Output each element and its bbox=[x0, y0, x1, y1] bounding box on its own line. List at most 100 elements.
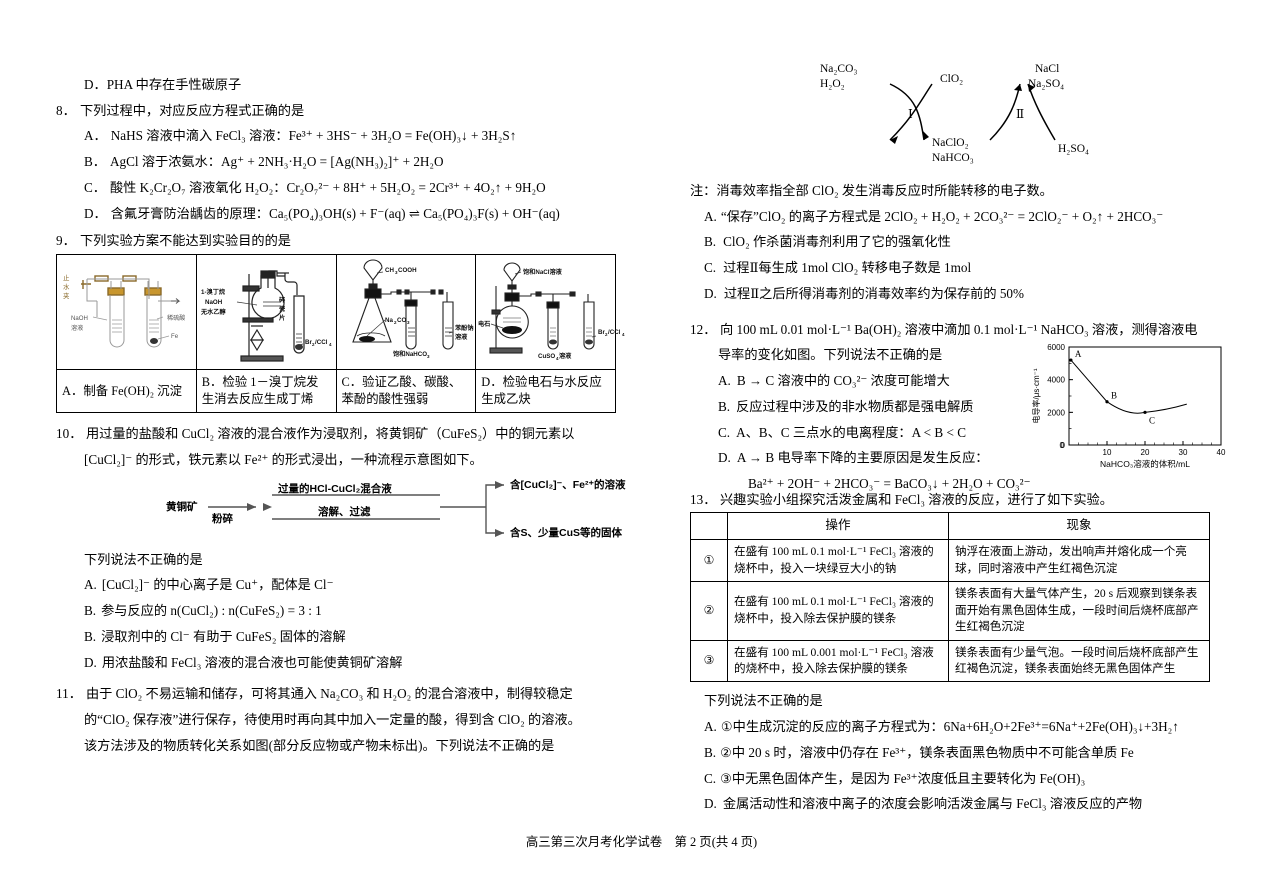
svg-text:片: 片 bbox=[279, 314, 285, 322]
q9-stem-text: 下列实验方案不能达到实验目的的是 bbox=[80, 233, 291, 249]
q10-stem-text1: 用过量的盐酸和 CuCl₂ 溶液的混合液作为浸取剂，将黄铜矿（CuFeS₂）中的… bbox=[86, 426, 575, 442]
q11-option-a-text: “保存”ClO₂ 的离子方程式是 2ClO₂ + H₂O₂ + 2CO₃²⁻ =… bbox=[720, 208, 1164, 224]
q10-option-b2-label: B. bbox=[84, 628, 97, 644]
cycle-top-right-1: NaCl bbox=[1035, 63, 1060, 75]
svg-text:A: A bbox=[1075, 349, 1082, 359]
svg-text:4: 4 bbox=[622, 332, 625, 337]
q12-equation: Ba²⁺ + 2OH⁻ + 2HCO₃⁻ = BaCO₃↓ + 2H₂O + C… bbox=[748, 476, 1031, 492]
q13-table: 操作 现象 ① 在盛有 100 mL 0.1 mol·L⁻¹ FeCl₃ 溶液的… bbox=[690, 512, 1210, 683]
q11-stem-line2: 的“ClO₂ 保存液”进行保存，待使用时再向其中加入一定量的酸，得到含 ClO₂… bbox=[84, 712, 581, 728]
svg-text:1-溴丁烷: 1-溴丁烷 bbox=[201, 288, 226, 296]
svg-text:0: 0 bbox=[1060, 441, 1065, 450]
svg-text:10: 10 bbox=[1103, 448, 1112, 457]
cycle-center-top: ClO₂ bbox=[940, 73, 964, 85]
q10-option-d-label: D. bbox=[84, 654, 97, 670]
q8-option-c: C．酸性 K₂Cr₂O₇ 溶液氧化 H₂O₂：Cr₂O₇²⁻ + 8H⁺ + 5… bbox=[56, 175, 636, 201]
q10-option-b: B.参与反应的 n(CuCl₂) : n(CuFeS₂) = 3 : 1 bbox=[56, 598, 636, 624]
q8-option-b: B．AgCl 溶于浓氨水：Ag⁺ + 2NH₃·H₂O = [Ag(NH₃)₂]… bbox=[56, 149, 636, 175]
q8-option-d: D．含氟牙膏防治龋齿的原理：Ca₅(PO₄)₃OH(s) + F⁻(aq) ⇌ … bbox=[56, 201, 636, 227]
q11-option-a: A.“保存”ClO₂ 的离子方程式是 2ClO₂ + H₂O₂ + 2CO₃²⁻… bbox=[690, 204, 1230, 230]
q10-option-b2-text: 浸取剂中的 Cl⁻ 有助于 CuFeS₂ 固体的溶解 bbox=[101, 628, 346, 644]
svg-text:30: 30 bbox=[1179, 448, 1188, 457]
q10-flowchart: 黄铜矿 粉碎 过量的HCl-CuCl₂混合液 溶解、过滤 含[CuCl₂]⁻、F… bbox=[166, 473, 636, 543]
svg-text:Fe: Fe bbox=[171, 333, 179, 340]
table-row: ② 在盛有 100 mL 0.1 mol·L⁻¹ FeCl₃ 溶液的烧杯中，投入… bbox=[690, 581, 1210, 641]
q9-caption-row: A．制备 Fe(OH)₂ 沉淀 B．检验 1－溴丁烷发生消去反应生成丁烯 C．验… bbox=[56, 369, 616, 414]
row3-operation: 在盛有 100 mL 0.001 mol·L⁻¹ FeCl₃ 溶液的烧杯中，投入… bbox=[727, 639, 949, 683]
q11-option-b-label: B. bbox=[704, 234, 717, 250]
svg-text:止: 止 bbox=[63, 273, 70, 282]
q8-stem-text: 下列过程中，对应反应方程式正确的是 bbox=[80, 102, 305, 118]
row2-phenomenon: 镁条表面有大量气体产生，20 s 后观察到镁条表面开始有黑色固体生成，一段时间后… bbox=[948, 581, 1210, 641]
q9-cell-a-caption: A．制备 Fe(OH)₂ 沉淀 bbox=[56, 369, 197, 414]
q11-stem-text1: 由于 ClO₂ 不易运输和储存，可将其通入 Na₂CO₃ 和 H₂O₂ 的混合溶… bbox=[86, 686, 573, 702]
q10-stem-line2: [CuCl₂]⁻ 的形式，铁元素以 Fe²⁺ 的形式浸出，一种流程示意图如下。 bbox=[84, 451, 483, 467]
svg-text:20: 20 bbox=[1141, 448, 1150, 457]
q12-option-a: A.B → C 溶液中的 CO₃²⁻ 浓度可能增大 bbox=[690, 368, 1230, 394]
q8-option-c-label: C． bbox=[84, 179, 106, 195]
q13-option-d: D.金属活动性和溶液中离子的浓度会影响活泼金属与 FeCl₃ 溶液反应的产物 bbox=[690, 791, 1230, 817]
q12-block: 12．向 100 mL 0.01 mol·L⁻¹ Ba(OH)₂ 溶液中滴加 0… bbox=[690, 317, 1230, 491]
q8-option-c-text: 酸性 K₂Cr₂O₇ 溶液氧化 H₂O₂：Cr₂O₇²⁻ + 8H⁺ + 5H₂… bbox=[109, 179, 546, 195]
svg-text:3: 3 bbox=[407, 320, 410, 325]
flow-output-bottom: 含S、少量CuS等的固体 bbox=[510, 526, 623, 539]
flow-step2-top: 过量的HCl-CuCl₂混合液 bbox=[278, 482, 392, 495]
q11-stem-line3: 该方法涉及的物质转化关系如图(部分反应物或产物未标出)。下列说法不正确的是 bbox=[84, 737, 555, 753]
flow-step2-bottom: 溶解、过滤 bbox=[318, 505, 371, 518]
row1-index: ① bbox=[690, 539, 728, 583]
svg-text:3: 3 bbox=[427, 354, 430, 359]
svg-text:夹: 夹 bbox=[63, 291, 70, 300]
table-header-row: 操作 现象 bbox=[690, 512, 1210, 541]
q13-option-d-text: 金属活动性和溶液中离子的浓度会影响活泼金属与 FeCl₃ 溶液反应的产物 bbox=[722, 796, 1143, 812]
q11-stem-line1: 11．由于 ClO₂ 不易运输和储存，可将其通入 Na₂CO₃ 和 H₂O₂ 的… bbox=[56, 681, 636, 707]
q13-option-c-label: C. bbox=[704, 770, 717, 786]
svg-text:B: B bbox=[1111, 390, 1117, 400]
svg-text:Br: Br bbox=[305, 339, 312, 346]
table-row: ③ 在盛有 100 mL 0.001 mol·L⁻¹ FeCl₃ 溶液的烧杯中，… bbox=[690, 639, 1210, 683]
q11-number: 11． bbox=[56, 686, 82, 702]
q11-note: 注：消毒效率指全部 ClO₂ 发生消毒反应时所能转移的电子数。 bbox=[690, 183, 1053, 198]
q13-stem: 13．兴趣实验小组探究活泼金属和 FeCl₃ 溶液的反应，进行了如下实验。 bbox=[690, 487, 1230, 513]
svg-text:2: 2 bbox=[312, 342, 315, 347]
row1-operation: 在盛有 100 mL 0.1 mol·L⁻¹ FeCl₃ 溶液的烧杯中，投入一块… bbox=[727, 539, 949, 583]
q10-option-a: A.[CuCl₂]⁻ 的中心离子是 Cu⁺，配体是 Cl⁻ bbox=[56, 572, 636, 598]
svg-text:NaOH: NaOH bbox=[205, 299, 223, 306]
q9-cell-c-caption: C．验证乙酸、碳酸、苯酚的酸性强弱 bbox=[335, 369, 477, 414]
svg-text:瓷: 瓷 bbox=[279, 305, 286, 313]
cycle-top-left-2: H₂O₂ bbox=[820, 78, 845, 90]
q11-option-d-label: D. bbox=[704, 285, 717, 301]
q8-option-a-label: A． bbox=[84, 128, 107, 144]
q8-option-d-text: 含氟牙膏防治龋齿的原理：Ca₅(PO₄)₃OH(s) + F⁻(aq) ⇌ Ca… bbox=[110, 205, 560, 221]
svg-text:0: 0 bbox=[1061, 441, 1066, 450]
svg-text:3: 3 bbox=[395, 270, 398, 275]
q8-option-a: A．NaHS 溶液中滴入 FeCl₃ 溶液：Fe³⁺ + 3HS⁻ + 3H₂O… bbox=[56, 123, 636, 149]
q13-prompt: 下列说法不正确的是 bbox=[704, 693, 823, 709]
q12-option-a-text: B → C 溶液中的 CO₃²⁻ 浓度可能增大 bbox=[736, 373, 950, 389]
row3-index: ③ bbox=[690, 639, 728, 683]
q10-option-a-text: [CuCl₂]⁻ 的中心离子是 Cu⁺，配体是 Cl⁻ bbox=[101, 577, 334, 593]
svg-text:2: 2 bbox=[394, 320, 397, 325]
th-phenomenon: 现象 bbox=[948, 512, 1210, 541]
q11-option-a-label: A. bbox=[704, 208, 717, 224]
svg-text:/CCl: /CCl bbox=[608, 329, 621, 336]
svg-text:40: 40 bbox=[1217, 448, 1226, 457]
svg-text:4: 4 bbox=[556, 356, 559, 361]
q10-option-d: D.用浓盐酸和 FeCl₃ 溶液的混合液也可能使黄铜矿溶解 bbox=[56, 650, 636, 676]
cycle-bottom-1: NaClO₂ bbox=[932, 137, 969, 149]
q11-option-c-text: 过程Ⅱ每生成 1mol ClO₂ 转移电子数是 1mol bbox=[723, 260, 972, 276]
q12-number: 12． bbox=[690, 321, 717, 337]
q9-number: 9． bbox=[56, 233, 76, 249]
svg-text:Na: Na bbox=[385, 317, 393, 324]
svg-text:NaHCO₃溶液的体积/mL: NaHCO₃溶液的体积/mL bbox=[1100, 459, 1190, 469]
q11-option-c: C.过程Ⅱ每生成 1mol ClO₂ 转移电子数是 1mol bbox=[690, 255, 1230, 281]
svg-text:4000: 4000 bbox=[1047, 375, 1065, 384]
q13-option-a: A.①中生成沉淀的反应的离子方程式为：6Na+6H₂O+2Fe³⁺=6Na⁺+2… bbox=[690, 714, 1230, 740]
q11-option-d-text: 过程Ⅱ之后所得消毒剂的消毒效率约为保存前的 50% bbox=[723, 285, 1025, 301]
